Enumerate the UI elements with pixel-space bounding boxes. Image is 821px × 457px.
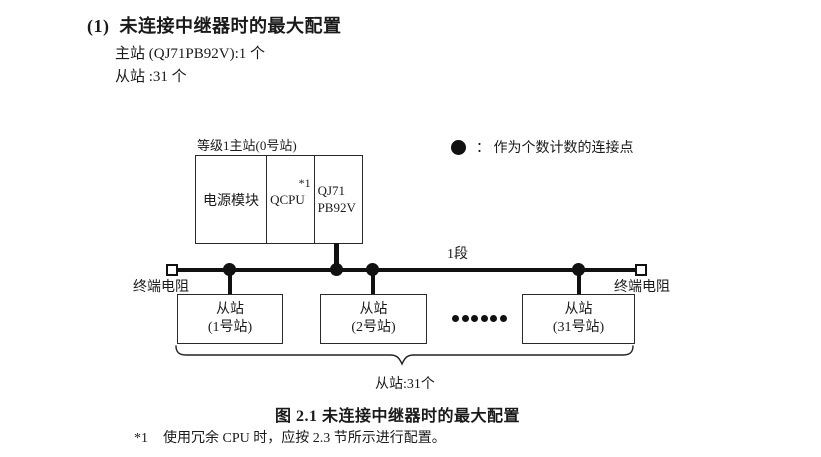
connection-dot-slave1 (223, 263, 236, 276)
slave2-label-line1: 从站 (359, 301, 388, 317)
master-station-box: 电源模块 *1 QCPU QJ71 PB92V (195, 155, 363, 244)
slave1-drop-line (228, 270, 232, 294)
legend-text: ： 作为个数计数的连接点 (476, 141, 634, 156)
section-title: 未连接中继器时的最大配置 (119, 16, 342, 36)
ellipsis-dots-icon (452, 315, 507, 322)
section-heading: (1) 未连接中继器时的最大配置 (87, 12, 342, 38)
slave2-label-line2: (2号站) (351, 320, 396, 335)
master-drop-line (334, 243, 339, 269)
connection-dot-slave31 (572, 263, 585, 276)
qcpu-label: QCPU (270, 191, 305, 207)
pb92v-label-line1: QJ71 (317, 183, 346, 199)
section-number: (1) (87, 16, 110, 36)
power-module-label: 电源模块 (203, 193, 260, 209)
segment-label: 1段 (447, 247, 468, 262)
slave-station-2-box: 从站 (2号站) (320, 294, 427, 344)
footnote: *1 使用冗余 CPU 时，应按 2.3 节所示进行配置。 (134, 427, 446, 447)
slave-total-label: 从站:31个 (375, 377, 435, 392)
footnote-marker: *1 (134, 431, 148, 446)
slave2-drop-line (371, 270, 375, 294)
slave-station-1-box: 从站 (1号站) (177, 294, 283, 344)
pb92v-cell: QJ71 PB92V (313, 156, 362, 243)
terminal-resistor-left-label: 终端电阻 (133, 280, 189, 295)
slave31-label-line2: (31号站) (552, 320, 605, 335)
slave31-drop-line (577, 270, 581, 294)
footnote-ref: *1 (298, 176, 311, 190)
figure-caption: 图 2.1 未连接中继器时的最大配置 (274, 408, 520, 425)
qcpu-cell: *1 QCPU (266, 156, 313, 243)
slave1-label-line2: (1号站) (207, 320, 253, 335)
connection-point-icon (451, 139, 466, 155)
terminal-resistor-left-icon (166, 264, 178, 276)
legend: ： 作为个数计数的连接点 (451, 137, 634, 157)
slave1-label-line1: 从站 (216, 301, 244, 317)
slave31-label-line1: 从站 (564, 301, 593, 317)
pb92v-label-line2: PB92V (317, 199, 356, 215)
connection-dot-master (330, 263, 343, 276)
footnote-text: 使用冗余 CPU 时，应按 2.3 节所示进行配置。 (163, 431, 446, 446)
slave-count-line: 从站 :31 个 (115, 69, 187, 85)
terminal-resistor-right-icon (635, 264, 647, 276)
underbrace (175, 345, 634, 366)
power-module-cell: 电源模块 (196, 156, 266, 243)
bus-line (172, 268, 641, 272)
terminal-resistor-right-label: 终端电阻 (614, 280, 670, 295)
connection-dot-slave2 (366, 263, 379, 276)
master-count-line: 主站 (QJ71PB92V):1 个 (115, 46, 266, 62)
slave-station-31-box: 从站 (31号站) (522, 294, 635, 344)
master-station-label: 等级1主站(0号站) (197, 138, 297, 153)
